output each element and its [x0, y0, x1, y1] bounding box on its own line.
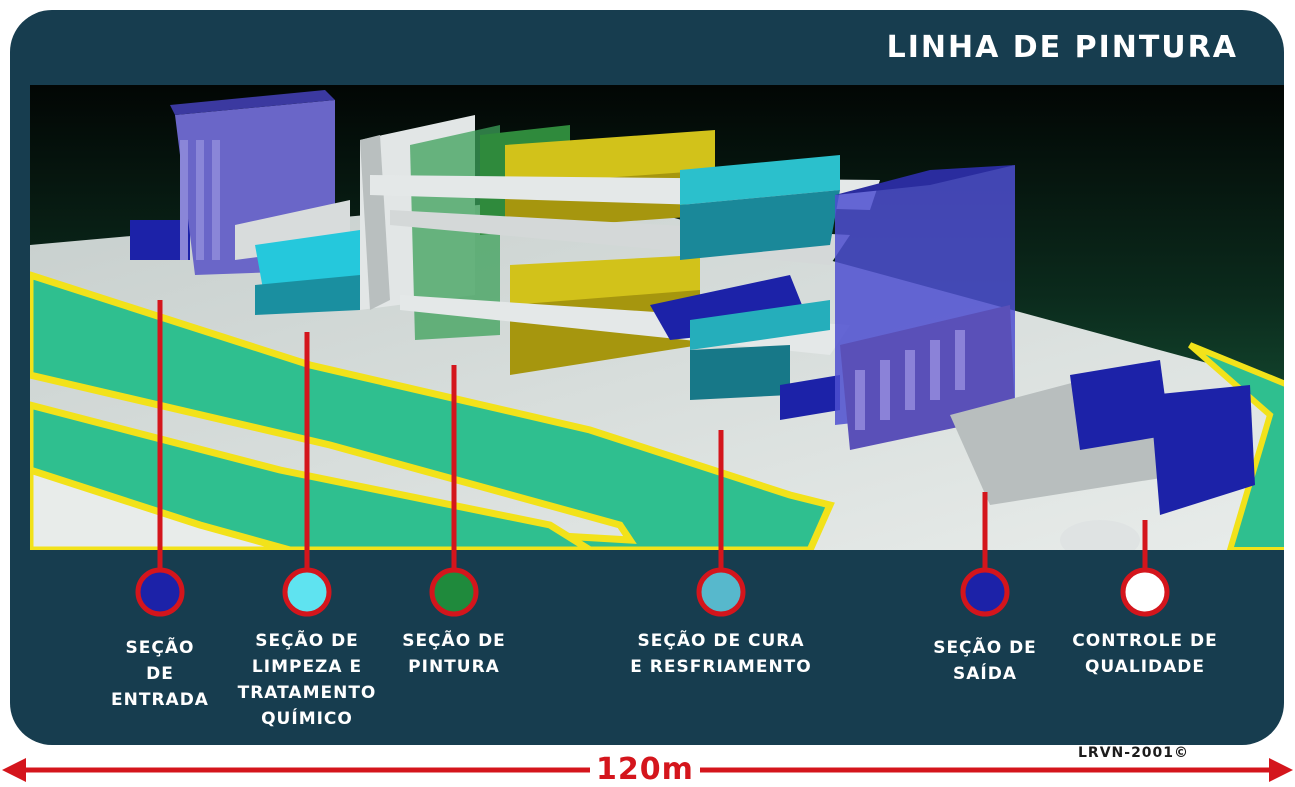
arrow-left-head — [2, 758, 26, 782]
section-marker-cura — [696, 567, 746, 617]
section-label-cura: SEÇÃO DE CURA E RESFRIAMENTO — [630, 631, 812, 677]
section-label-qualidade: CONTROLE DE QUALIDADE — [1072, 631, 1218, 677]
diagram-panel: LINHA DE PINTURA — [10, 10, 1284, 745]
diagram-title: LINHA DE PINTURA — [886, 30, 1238, 65]
factory-scene — [30, 85, 1284, 550]
credit-text: LRVN-2001© — [1078, 745, 1190, 761]
floor-walkway-right — [1188, 342, 1284, 550]
pointer-lines — [135, 300, 1170, 617]
arrow-right-head — [1269, 758, 1293, 782]
quality-control-machine — [950, 360, 1255, 550]
curing-section-machine — [650, 155, 840, 420]
section-marker-entrada — [135, 567, 185, 617]
section-label-limpeza: SEÇÃO DE LIMPEZA E TRATAMENTO QUÍMICO — [237, 631, 377, 729]
section-marker-pintura — [429, 567, 479, 617]
section-label-saida: SEÇÃO DE SAÍDA — [933, 638, 1037, 684]
section-label-pintura: SEÇÃO DE PINTURA — [402, 631, 506, 677]
section-marker-qualidade — [1120, 567, 1170, 617]
section-marker-limpeza — [282, 567, 332, 617]
section-label-entrada: SEÇÃO DE ENTRADA — [111, 638, 209, 710]
floor-walkways — [30, 271, 835, 550]
section-marker-saida — [960, 567, 1010, 617]
dimension-label: 120m — [590, 752, 700, 787]
